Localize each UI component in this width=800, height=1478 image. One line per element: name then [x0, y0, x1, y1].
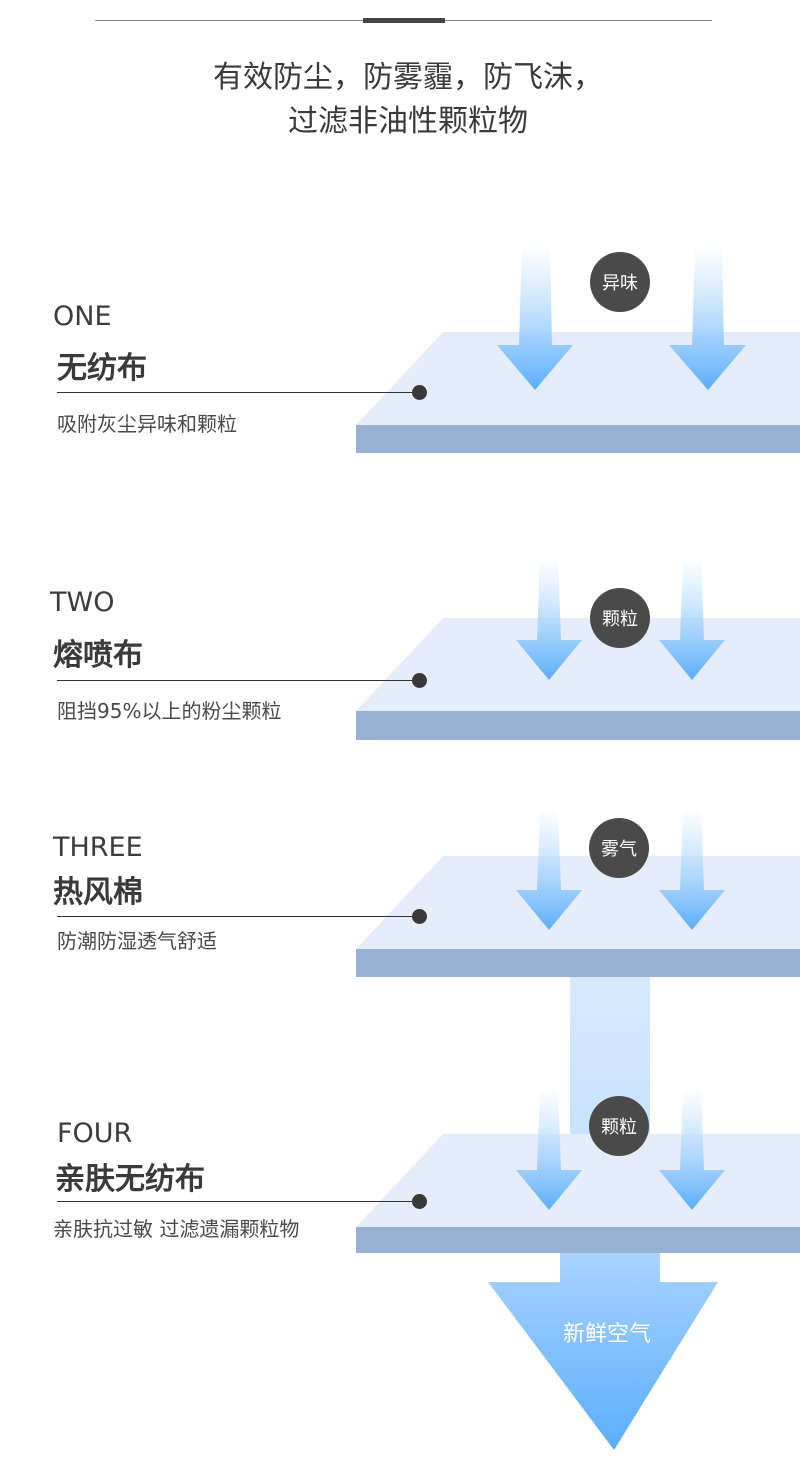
layer-3-title: 热风棉 [53, 875, 143, 910]
layer-4-slab [356, 1088, 800, 1253]
layer-2-title: 熔喷布 [53, 638, 143, 673]
layer-1-leader-line [57, 392, 420, 393]
header-accent-bar [363, 18, 445, 23]
layer-4-leader-line [57, 1201, 420, 1202]
layer-3-badge: 雾气 [589, 818, 649, 878]
arrow-down-icon [669, 243, 746, 390]
arrow-down-icon [659, 557, 725, 680]
arrow-down-icon [516, 808, 582, 930]
arrow-down-icon [516, 557, 582, 680]
layer-2-badge: 颗粒 [590, 588, 650, 648]
layer-4-marker-dot [412, 1194, 427, 1209]
layer-2-marker-dot [412, 673, 427, 688]
layer-2-leader-line [57, 680, 420, 681]
layer-1-title: 无纺布 [57, 351, 147, 386]
layer-1-slab [356, 243, 800, 453]
layer-2-slab [356, 557, 800, 740]
layer-3-number: THREE [53, 832, 143, 863]
fresh-air-label: 新鲜空气 [562, 1322, 651, 1347]
arrow-down-icon [497, 243, 573, 390]
layer-2-description: 阻挡95%以上的粉尘颗粒 [57, 699, 282, 723]
arrow-down-icon [516, 1088, 582, 1210]
arrow-down-icon [659, 808, 725, 930]
arrow-down-icon [659, 1088, 725, 1210]
fresh-air-arrow-icon [488, 1253, 718, 1450]
layer-4-title: 亲肤无纺布 [55, 1162, 205, 1197]
layer-4-description: 亲肤抗过敏 过滤遗漏颗粒物 [53, 1217, 300, 1241]
layer-1-badge: 异味 [590, 252, 650, 312]
headline-line-2: 过滤非油性颗粒物 [288, 104, 528, 139]
layer-1-number: ONE [53, 301, 112, 332]
layer-1-description: 吸附灰尘异味和颗粒 [57, 412, 237, 436]
layer-1-marker-dot [412, 385, 427, 400]
layer-4-badge: 颗粒 [589, 1096, 649, 1156]
layer-3-description: 防潮防湿透气舒适 [57, 929, 217, 953]
layer-3-slab [356, 808, 800, 977]
headline-line-1: 有效防尘，防雾霾，防飞沫， [213, 60, 603, 95]
layer-3-leader-line [57, 916, 420, 917]
layer-2-number: TWO [50, 587, 115, 618]
layer-3-marker-dot [412, 909, 427, 924]
layer-4-number: FOUR [57, 1118, 133, 1149]
